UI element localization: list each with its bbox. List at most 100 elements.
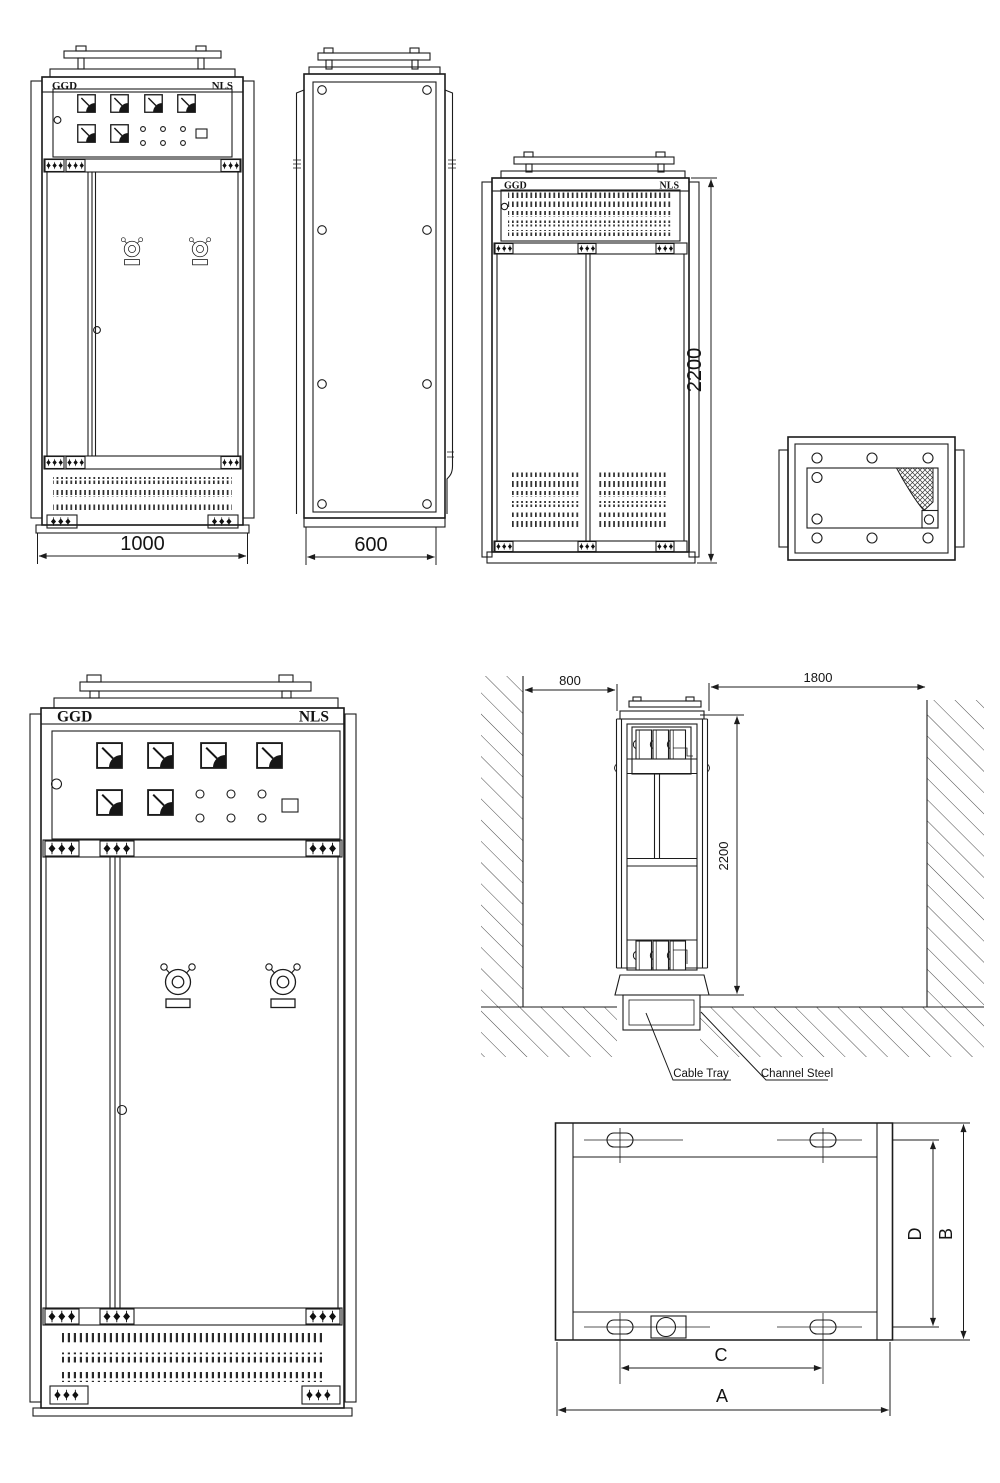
terminal-strip-upper bbox=[42, 839, 343, 858]
door-vent-louvers bbox=[511, 471, 667, 527]
height-dim-label: 2200 bbox=[684, 348, 706, 393]
wall-faces bbox=[522, 676, 928, 1007]
indicator-lamp bbox=[195, 789, 205, 799]
nameplate-band bbox=[491, 177, 690, 192]
left-side-wing bbox=[30, 80, 43, 519]
indicator-lamp bbox=[160, 140, 166, 146]
cable-tray-label: Cable Tray bbox=[673, 1068, 729, 1080]
rear-wall-hatch bbox=[481, 676, 523, 1007]
left-flange bbox=[778, 449, 789, 548]
lifting-bar bbox=[317, 47, 431, 70]
indicator-lamp bbox=[140, 126, 146, 132]
panel-button bbox=[281, 798, 299, 813]
dim-a-label: A bbox=[716, 1386, 728, 1406]
cable-tray-callout: Cable Tray bbox=[645, 1012, 731, 1081]
large-front-view: GGD NLS bbox=[29, 674, 357, 1417]
width-dimension: 1000 bbox=[37, 533, 248, 564]
dim-c-label: C bbox=[715, 1345, 728, 1365]
front-view: GGD NLS bbox=[30, 45, 255, 564]
panel-button bbox=[195, 128, 208, 139]
lifting-bar bbox=[79, 674, 312, 699]
top-view bbox=[778, 436, 965, 561]
dimension-a: A bbox=[556, 1342, 891, 1416]
dim-d-label: D bbox=[905, 1228, 925, 1241]
top-plate bbox=[49, 68, 236, 78]
base-plate bbox=[303, 517, 446, 528]
panel-hinge bbox=[50, 778, 63, 790]
left-side-wing bbox=[481, 181, 493, 558]
cabinet-body bbox=[303, 73, 446, 519]
door-lock bbox=[160, 963, 196, 1009]
top-vent-panel bbox=[500, 189, 681, 242]
terminal-strip-lower bbox=[43, 455, 242, 470]
bottom-terminal-boxes bbox=[46, 514, 239, 529]
hinge-marks bbox=[293, 159, 456, 169]
right-flange bbox=[954, 449, 965, 548]
side-panel bbox=[312, 81, 437, 513]
foundation-rails bbox=[572, 1123, 878, 1340]
gland-plate-hatched bbox=[895, 467, 934, 512]
instrument-panel bbox=[50, 730, 341, 840]
rear-clearance-label: 800 bbox=[559, 673, 581, 688]
indicator-lamp bbox=[140, 140, 146, 146]
base-plate bbox=[486, 551, 696, 564]
terminal-strip-upper bbox=[493, 242, 688, 255]
right-side-wing bbox=[344, 713, 357, 1403]
dim-b-label: B bbox=[936, 1228, 956, 1240]
model-label-left: GGD bbox=[504, 181, 527, 192]
installation-view: 800 1800 2200 Cable Tray Channel Steel bbox=[481, 670, 984, 1081]
top-plate bbox=[53, 697, 339, 709]
panel-hinge bbox=[53, 116, 62, 124]
cable-tray-section bbox=[628, 999, 695, 1026]
roof-inner-frame bbox=[794, 443, 949, 554]
ventilation-louvers bbox=[53, 477, 232, 510]
indicator-lamp bbox=[226, 813, 236, 823]
nameplate-band bbox=[40, 707, 345, 725]
floor-hatch-left bbox=[481, 1007, 617, 1057]
indicator-lamp bbox=[226, 789, 236, 799]
cutout-step bbox=[921, 509, 939, 529]
door-lock bbox=[265, 963, 301, 1009]
model-label-left: GGD bbox=[57, 709, 92, 726]
panel-screws bbox=[317, 85, 432, 509]
ventilation-louvers bbox=[62, 1333, 325, 1382]
roof-outline bbox=[787, 436, 956, 561]
door-frame-lines bbox=[45, 857, 339, 1308]
dimension-d: D bbox=[893, 1139, 939, 1328]
lifting-bar bbox=[63, 45, 222, 70]
latch-marks bbox=[447, 451, 454, 458]
right-side-wing bbox=[242, 80, 255, 519]
dimension-c: C bbox=[621, 1345, 822, 1372]
panel-hinge bbox=[500, 202, 509, 211]
model-label-right: NLS bbox=[212, 80, 233, 92]
indicator-lamp bbox=[195, 813, 205, 823]
front-wall-hatch bbox=[927, 700, 984, 1007]
front-clearance-dimension: 1800 bbox=[708, 670, 926, 711]
floor-hatch-right bbox=[700, 1007, 984, 1057]
door-hinge bbox=[116, 1104, 128, 1116]
door-frame-lines bbox=[46, 172, 239, 456]
door-lock bbox=[120, 237, 144, 266]
door-hinge bbox=[93, 326, 101, 334]
depth-dim-label: 600 bbox=[354, 534, 387, 556]
terminal-strip-upper bbox=[43, 158, 242, 173]
left-side-wing bbox=[29, 713, 42, 1403]
channel-steel-base bbox=[622, 994, 701, 1031]
channel-steel-label: Channel Steel bbox=[761, 1068, 833, 1080]
indicator-lamp bbox=[160, 126, 166, 132]
front-clearance-label: 1800 bbox=[804, 670, 833, 685]
roof-bolt-holes bbox=[811, 452, 935, 544]
cabinet-section bbox=[614, 696, 710, 1031]
indicator-lamp bbox=[257, 789, 267, 799]
instrument-panel bbox=[52, 88, 233, 158]
base-plinth bbox=[614, 974, 710, 996]
terminal-strip-lower bbox=[42, 1307, 343, 1326]
dimension-b: B bbox=[893, 1122, 970, 1341]
cabinet-body bbox=[41, 76, 244, 526]
side-view: 600 bbox=[293, 47, 456, 565]
width-dim-label: 1000 bbox=[120, 533, 165, 555]
base-plate bbox=[35, 524, 250, 534]
channel-steel-callout: Channel Steel bbox=[700, 1011, 833, 1081]
model-label-left: GGD bbox=[52, 80, 77, 92]
